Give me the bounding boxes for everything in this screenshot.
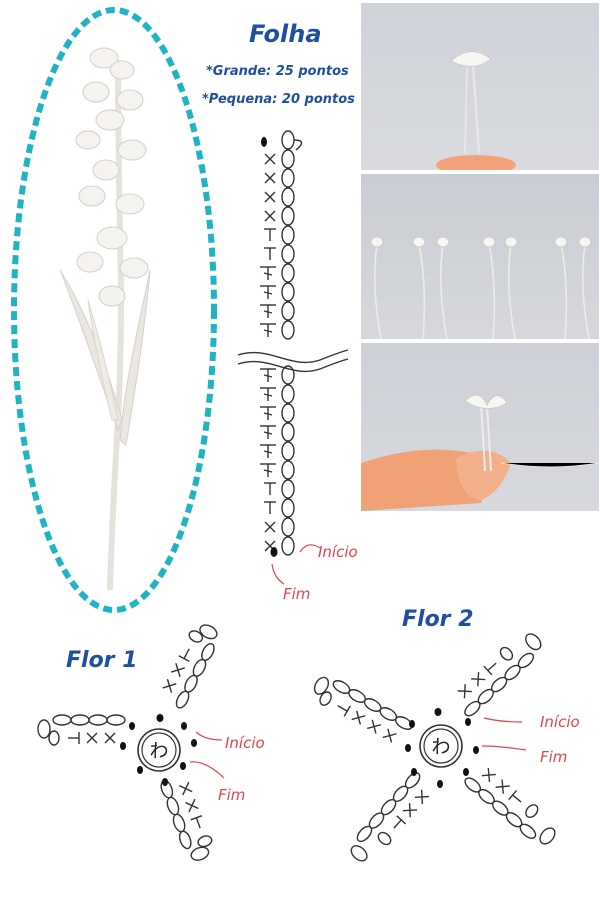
chain-stitch xyxy=(281,479,295,499)
ring-symbol: わ xyxy=(431,736,450,758)
chain-stitch xyxy=(281,536,295,556)
bud xyxy=(578,236,592,248)
flor2-chart: わ xyxy=(313,633,556,862)
chain-stitch xyxy=(281,460,295,480)
chain-stitch xyxy=(281,168,295,188)
bud xyxy=(436,236,450,248)
ring-dots xyxy=(405,708,479,788)
folha-chart xyxy=(237,130,349,585)
folha-note-grande: *Grande: 25 pontos xyxy=(206,64,349,79)
bud xyxy=(482,236,496,248)
chain-stitch xyxy=(281,517,295,537)
magic-ring xyxy=(419,724,463,768)
chain-stitch xyxy=(281,301,295,321)
chain-stitch xyxy=(281,263,295,283)
folha-fim-label: Fim xyxy=(283,585,311,603)
flor2-inicio-label: Início xyxy=(540,713,580,731)
bud xyxy=(412,236,426,248)
dotted-oval-border xyxy=(11,7,217,613)
petal xyxy=(457,633,542,717)
ring-dots xyxy=(120,714,197,786)
chain-stitch xyxy=(281,206,295,226)
flor1-title: Flor 1 xyxy=(66,648,138,673)
flor2-fim-label: Fim xyxy=(540,748,568,766)
bud xyxy=(554,236,568,248)
folha-inicio-label: Início xyxy=(318,543,358,561)
flor1-inicio-label: Início xyxy=(225,734,265,752)
chain-stitch xyxy=(281,422,295,442)
flor1-fim-label: Fim xyxy=(218,786,246,804)
petal xyxy=(350,772,430,862)
lavender-photo xyxy=(59,47,151,591)
step-photo-3 xyxy=(361,343,599,511)
bud xyxy=(504,236,518,248)
petal xyxy=(160,779,213,861)
chain-stitch xyxy=(281,149,295,169)
chain-stitch xyxy=(281,441,295,461)
chain-stitch xyxy=(281,403,295,423)
magic-ring xyxy=(137,728,181,772)
step-photo-1 xyxy=(361,3,599,170)
break-mark xyxy=(237,349,349,364)
petal xyxy=(464,767,556,845)
chain-stitch xyxy=(281,365,295,385)
petal xyxy=(313,676,413,743)
chain-column xyxy=(281,130,303,556)
stitch-column xyxy=(260,153,276,552)
flor2-title: Flor 2 xyxy=(402,607,474,632)
folha-note-pequena: *Pequena: 20 pontos xyxy=(202,92,355,107)
chain-stitch xyxy=(281,498,295,518)
petal xyxy=(37,714,126,746)
chain-stitch xyxy=(281,130,295,150)
chain-stitch xyxy=(281,384,295,404)
chain-stitch xyxy=(281,187,295,207)
ring-symbol: わ xyxy=(149,740,168,762)
fim-pointer xyxy=(271,563,285,585)
bud xyxy=(370,236,384,248)
chain-stitch xyxy=(281,244,295,264)
petal xyxy=(162,624,218,709)
folha-title: Folha xyxy=(249,20,322,48)
chain-stitch xyxy=(281,282,295,302)
chain-stitch xyxy=(281,320,295,340)
step-photo-2 xyxy=(361,174,599,339)
chain-stitch xyxy=(281,225,295,245)
flor1-chart: わ xyxy=(37,624,225,861)
end-dot xyxy=(270,547,278,557)
slip-stitch-top xyxy=(261,137,267,147)
lavender-photo-frame xyxy=(11,7,217,613)
inicio-pointer xyxy=(299,544,321,553)
